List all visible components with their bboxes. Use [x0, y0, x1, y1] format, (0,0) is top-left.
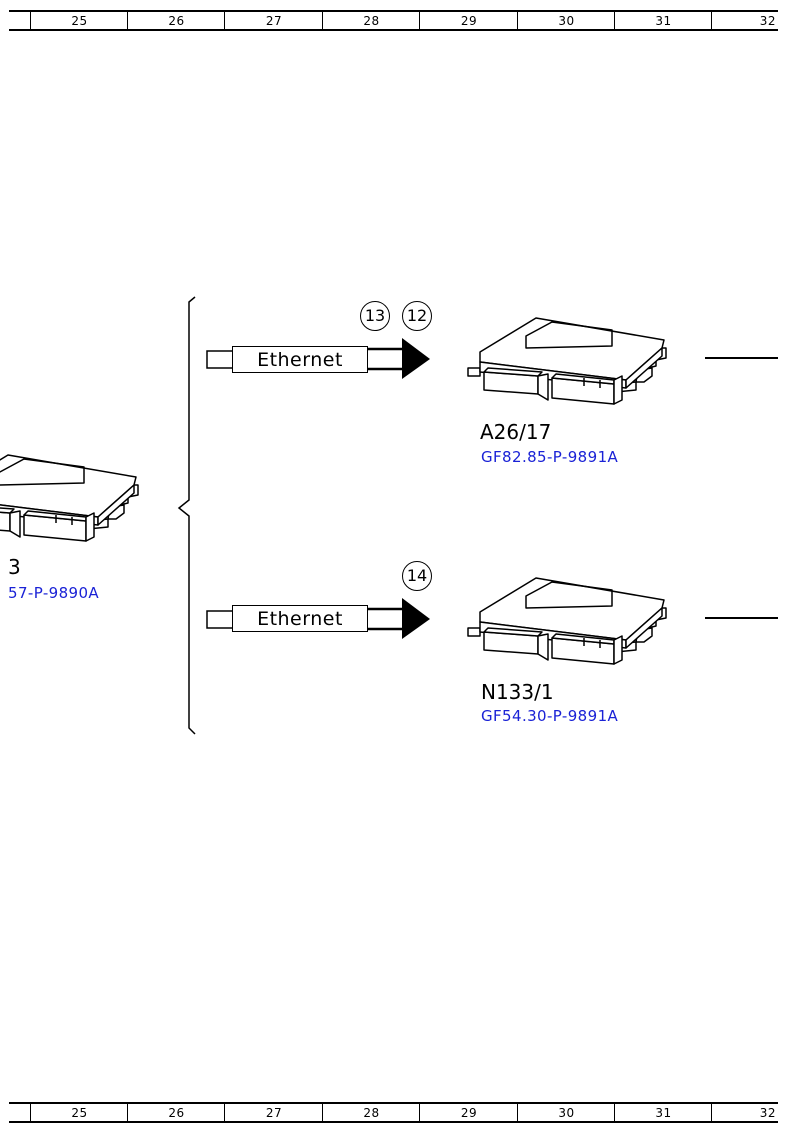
ethernet-label-top: Ethernet — [232, 346, 368, 373]
grid-cell: 30 — [517, 1104, 615, 1121]
ethernet-arrow-bottom — [206, 598, 430, 639]
grid-ruler-bottom: 25 26 27 28 29 30 31 32 — [9, 1102, 778, 1123]
ethernet-label-bottom: Ethernet — [232, 605, 368, 632]
grid-cell: 28 — [322, 12, 420, 29]
ecu-bottom-name: N133/1 — [481, 680, 554, 704]
grid-cell: 26 — [127, 12, 225, 29]
ecu-a26-17-drawing — [467, 317, 667, 405]
grid-cell: 31 — [614, 12, 712, 29]
ecu-top-reference-link[interactable]: GF82.85-P-9891A — [481, 448, 619, 466]
marker-12: 12 — [402, 301, 432, 331]
ecu-left-reference-link[interactable]: 57-P-9890A — [8, 584, 100, 602]
grid-cell: 30 — [517, 12, 615, 29]
grid-cell: 32 — [711, 1104, 778, 1121]
grid-cell: 31 — [614, 1104, 712, 1121]
ecu-n133-1-drawing — [467, 577, 667, 665]
grid-cell: 25 — [30, 12, 128, 29]
ecu-left-drawing — [0, 454, 139, 542]
ecu-left-name: 3 — [8, 555, 21, 579]
ecu-top-name: A26/17 — [480, 420, 552, 444]
grid-cell: 28 — [322, 1104, 420, 1121]
grid-cell: 27 — [224, 1104, 323, 1121]
grid-cell: 27 — [224, 12, 323, 29]
grid-cell: 29 — [419, 12, 518, 29]
grid-cell: 25 — [30, 1104, 128, 1121]
ethernet-arrow-top — [206, 338, 430, 379]
grid-cell: 26 — [127, 1104, 225, 1121]
grid-cell: 32 — [711, 12, 778, 29]
branch-brace — [177, 296, 196, 735]
grid-ruler-top: 25 26 27 28 29 30 31 32 — [9, 10, 778, 31]
marker-13: 13 — [360, 301, 390, 331]
grid-cell: 29 — [419, 1104, 518, 1121]
marker-14: 14 — [402, 561, 432, 591]
ecu-bottom-reference-link[interactable]: GF54.30-P-9891A — [481, 707, 619, 725]
